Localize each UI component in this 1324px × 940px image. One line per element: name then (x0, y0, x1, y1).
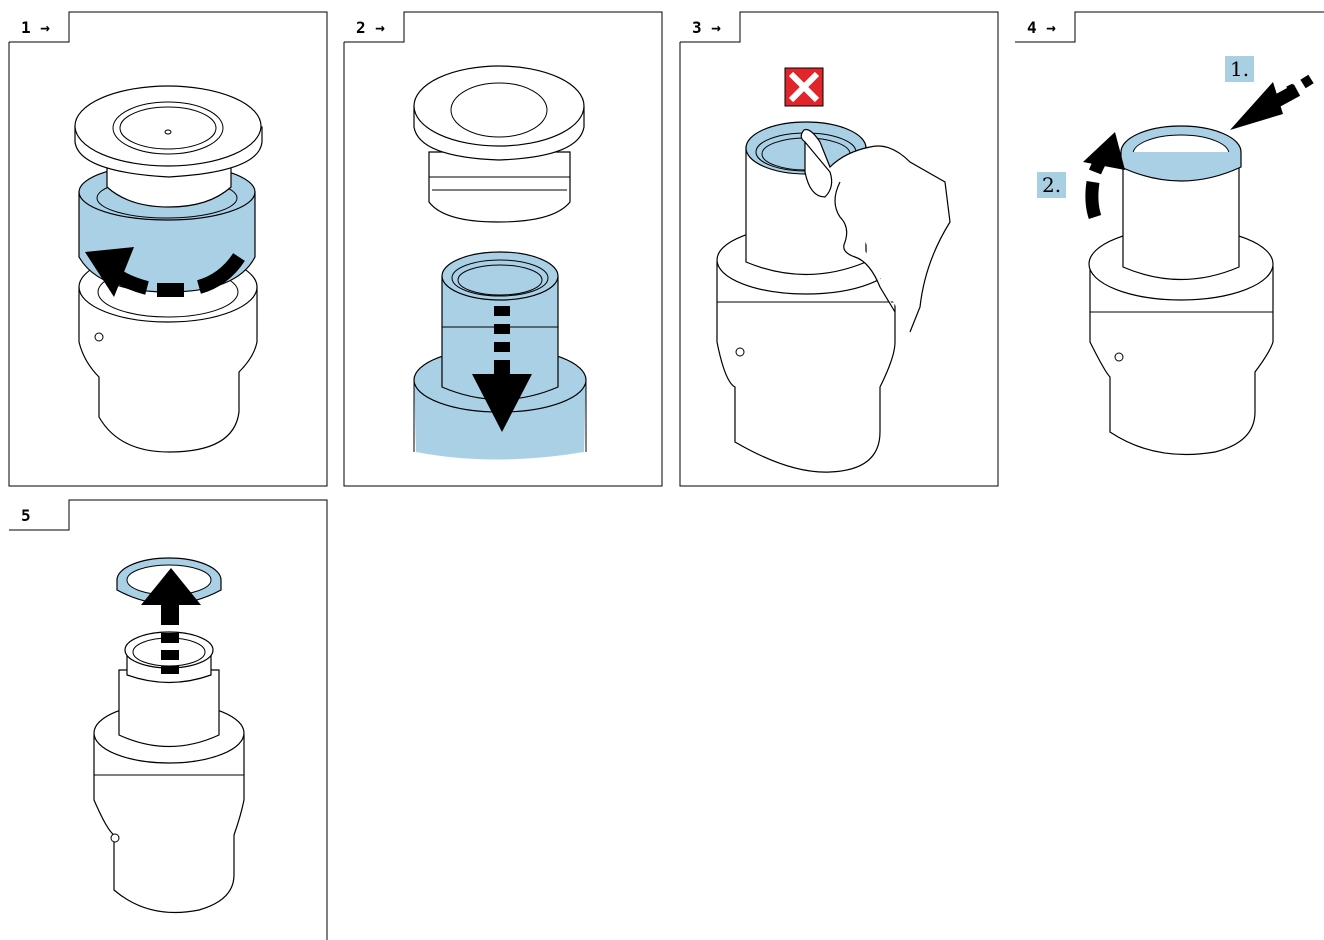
step-1-panel: 1 → (8, 11, 328, 487)
down-arrow-icon (472, 306, 532, 432)
step-5-panel: 5 (9, 499, 328, 940)
step-4-illustration (1083, 74, 1314, 456)
step-label: 4 → (1027, 18, 1056, 37)
rotate-arrow-icon (85, 247, 245, 297)
callout-second: 2. (1037, 172, 1067, 198)
step-label: 1 → (21, 18, 50, 37)
press-arrow-icon (1230, 74, 1314, 130)
step-label: 5 (21, 506, 31, 525)
step-3-illustration (716, 67, 951, 473)
step-2-panel: 2 → (343, 11, 663, 487)
step-1-illustration (74, 85, 263, 453)
panel-frame (679, 11, 999, 487)
panel-frame (9, 499, 328, 940)
panel-frame (1015, 11, 1324, 43)
callout-first: 1. (1225, 56, 1255, 82)
rotate-arrow-icon (1083, 132, 1125, 220)
step-4-panel: 4 → 1. 2. (1015, 11, 1324, 486)
step-5-illustration (93, 557, 245, 913)
step-3-panel: 3 → (679, 11, 999, 487)
panel-frame (8, 11, 328, 487)
prohibited-icon (784, 67, 824, 107)
step-label: 2 → (356, 18, 385, 37)
step-label: 3 → (692, 18, 721, 37)
step-2-illustration (413, 65, 587, 460)
up-arrow-icon (141, 568, 201, 674)
panel-frame (343, 11, 663, 487)
